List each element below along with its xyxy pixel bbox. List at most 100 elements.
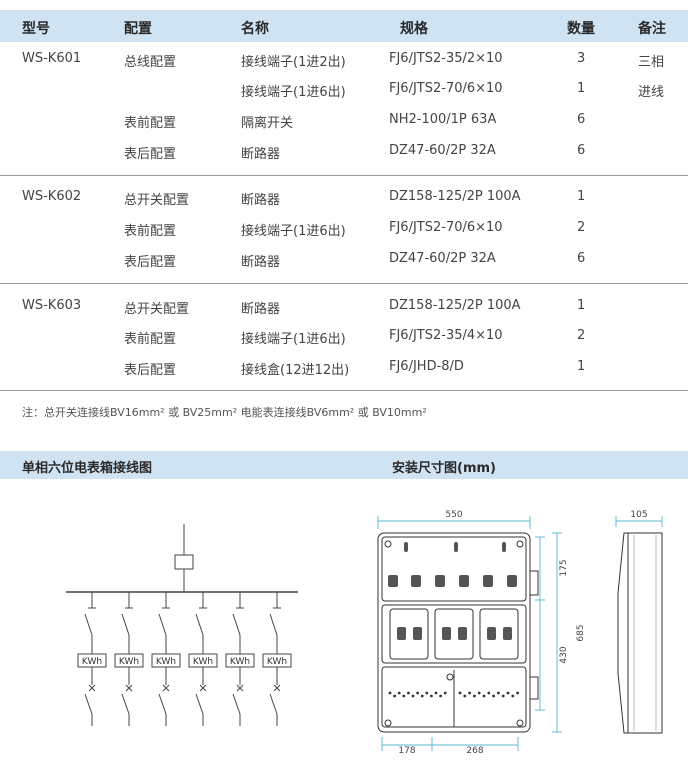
dimension-height-label: 685 [576,624,586,641]
spec-cell: DZ47-60/2P 32A [389,143,496,158]
meter-window [442,627,451,640]
terminal-dot [388,691,392,695]
terminal-dot [416,691,419,695]
spec-cell: FJ6/JTS2-35/4×10 [389,328,503,343]
model-cell: WS-K603 [22,298,82,313]
terminal-dot [506,691,510,695]
breaker-switch [84,693,93,715]
spec-cell: FJ6/JTS2-35/2×10 [389,51,503,66]
meter-window [435,575,445,587]
terminal-dot [402,694,406,698]
meter-window [413,627,422,640]
terminal-dot [463,694,467,698]
side-dimension-drawing: 105 [615,510,663,734]
wiring-diagram-title: 单相六位电表箱接线图 [22,461,153,476]
breaker-switch [158,693,167,715]
terminal-dot [439,694,442,698]
meter-window [487,627,496,640]
terminal-dot [430,694,433,698]
terminal-dot [407,691,410,695]
section-header-bar [0,451,688,479]
breaker-switch [121,693,130,715]
isolator-switch [121,613,130,636]
spec-cell: FJ6/JTS2-70/6×10 [389,81,503,96]
terminal-dot [516,691,519,695]
qty-cell: 1 [577,81,586,96]
terminal-dot [425,691,429,695]
front-dimension-drawing: 550 175 430 685 178 268 [377,510,586,756]
terminal-dot [477,691,481,695]
breaker-cross [273,684,281,692]
config-cell: 表后配置 [124,255,177,270]
dimension-lower-label: 430 [559,646,569,663]
qty-cell: 1 [577,359,586,374]
qty-cell: 6 [577,143,586,158]
terminal-dot [434,691,438,695]
header-config: 配置 [124,21,152,37]
header-model: 型号 [22,21,50,37]
spec-cell: FJ6/JHD-8/D [389,359,464,374]
name-cell: 断路器 [241,193,281,208]
isolator-switch [195,613,204,636]
model-cell: WS-K601 [22,51,82,66]
name-cell: 接线端子(1进2出) [241,55,346,70]
window-slot [454,542,458,552]
config-cell: 表后配置 [124,147,177,162]
table-bottom-divider [0,390,688,391]
qty-cell: 6 [577,112,586,127]
isolator-switch [269,613,278,636]
config-cell: 总线配置 [124,55,177,70]
name-cell: 断路器 [241,147,281,162]
breaker-cross [199,684,207,692]
config-cell: 表前配置 [124,332,177,347]
meter-window [459,575,469,587]
terminal-dot [473,694,476,698]
qty-cell: 1 [577,189,586,204]
terminal-dot [420,694,424,698]
name-cell: 断路器 [241,255,281,270]
meter-window [397,627,406,640]
spec-cell: DZ158-125/2P 100A [389,189,521,204]
group-divider [0,283,688,284]
terminal-dot [492,694,495,698]
header-spec: 规格 [400,21,428,37]
dimension-bottom-right-label: 268 [466,746,483,756]
dimension-depth-label: 105 [630,510,647,520]
isolator-switch [158,613,167,636]
terminal-dot [468,691,471,695]
name-cell: 接线端子(1进6出) [241,332,346,347]
terminal-dot [482,694,486,698]
name-cell: 接线盒(12进12出) [241,363,350,378]
config-cell: 表前配置 [124,224,177,239]
spec-cell: NH2-100/1P 63A [389,112,497,127]
header-name: 名称 [241,21,269,37]
kwh-meter-label: KWh [156,657,176,667]
terminal-dot [411,694,415,698]
kwh-meter-label: KWh [230,657,250,667]
model-cell: WS-K602 [22,189,82,204]
meter-window [388,575,398,587]
breaker-switch [195,693,204,715]
name-cell: 断路器 [241,302,281,317]
remark-cell: 三相 [638,55,665,70]
wiring-note: 注：总开关连接线BV16mm² 或 BV25mm² 电能表连接线BV6mm² 或… [22,406,427,419]
group-divider [0,175,688,176]
remark-cell: 进线 [638,85,665,100]
terminal-dot [443,691,447,695]
isolator-switch [232,613,241,636]
meter-window [483,575,493,587]
config-cell: 总开关配置 [124,193,190,208]
kwh-meter-label: KWh [193,657,213,667]
header-qty: 数量 [567,21,595,37]
kwh-meter-label: KWh [119,657,139,667]
breaker-cross [125,684,133,692]
meter-window [503,627,512,640]
name-cell: 隔离开关 [241,116,294,131]
config-cell: 总开关配置 [124,302,190,317]
window-slot [404,542,408,552]
qty-cell: 2 [577,220,586,235]
dimension-upper-label: 175 [559,559,569,576]
terminal-dot [511,694,515,698]
terminal-dot [501,694,505,698]
spec-cell: DZ158-125/2P 100A [389,298,521,313]
